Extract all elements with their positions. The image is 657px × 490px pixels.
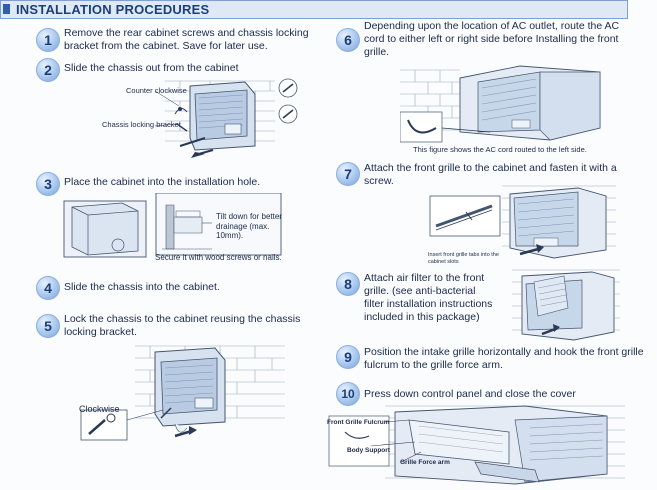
step-3-text: Place the cabinet into the installation … [64,176,261,188]
label-insert-tabs: Insert front grille tabs into the cabine… [428,252,499,265]
step-8-text: Attach air filter to the front grille. (… [364,272,493,323]
label-grille-fulcrum: Front Grille Fulcrum [327,419,390,426]
step-10-text: Press down control panel and close the c… [364,388,576,400]
header-marker [3,4,10,14]
step-4-text: Slide the chassis into the cabinet. [64,281,220,293]
step-1-text: Remove the rear cabinet screws and chass… [64,27,309,52]
step-1-number: 1 [36,28,60,52]
step-10-number: 10 [336,382,360,406]
label-tilt-down: Tilt down for better drainage (max. 10mm… [216,212,282,240]
step-7-number: 7 [336,162,360,186]
step-6-text: Depending upon the location of AC outlet… [364,20,620,58]
step-10-illustration [328,405,625,485]
step-9-text: Position the intake grille horizontally … [364,346,644,371]
label-clockwise: Clockwise [79,404,120,414]
label-counter-clockwise: Counter clockwise [126,86,187,95]
step-5-illustration [80,345,285,441]
step-9-number: 9 [336,345,360,369]
section-header: INSTALLATION PROCEDURES [0,0,628,19]
step-8-illustration [512,269,620,341]
section-title: INSTALLATION PROCEDURES [16,2,210,17]
step-7-text: Attach the front grille to the cabinet a… [364,162,617,187]
step-3-illustration [63,193,282,258]
step-5-number: 5 [36,314,60,338]
label-chassis-bracket: Chassis locking bracket [102,120,181,129]
step-3-number: 3 [36,172,60,196]
step-7-illustration [429,185,616,259]
step-8-number: 8 [336,272,360,296]
step-4-number: 4 [36,276,60,300]
step-2-illustration [154,78,298,158]
step-2-text: Slide the chassis out from the cabinet [64,62,239,74]
step-5-text: Lock the chassis to the cabinet reusing … [64,313,301,338]
label-secure-screws: Secure it with wood screws or nails. [155,253,282,262]
step-6-illustration [400,65,601,143]
label-force-arm: Grille Force arm [400,459,450,466]
label-body-support: Body Support [347,447,390,454]
label-cord-left: This figure shows the AC cord routed to … [413,145,587,154]
step-6-number: 6 [336,28,360,52]
step-2-number: 2 [36,58,60,82]
